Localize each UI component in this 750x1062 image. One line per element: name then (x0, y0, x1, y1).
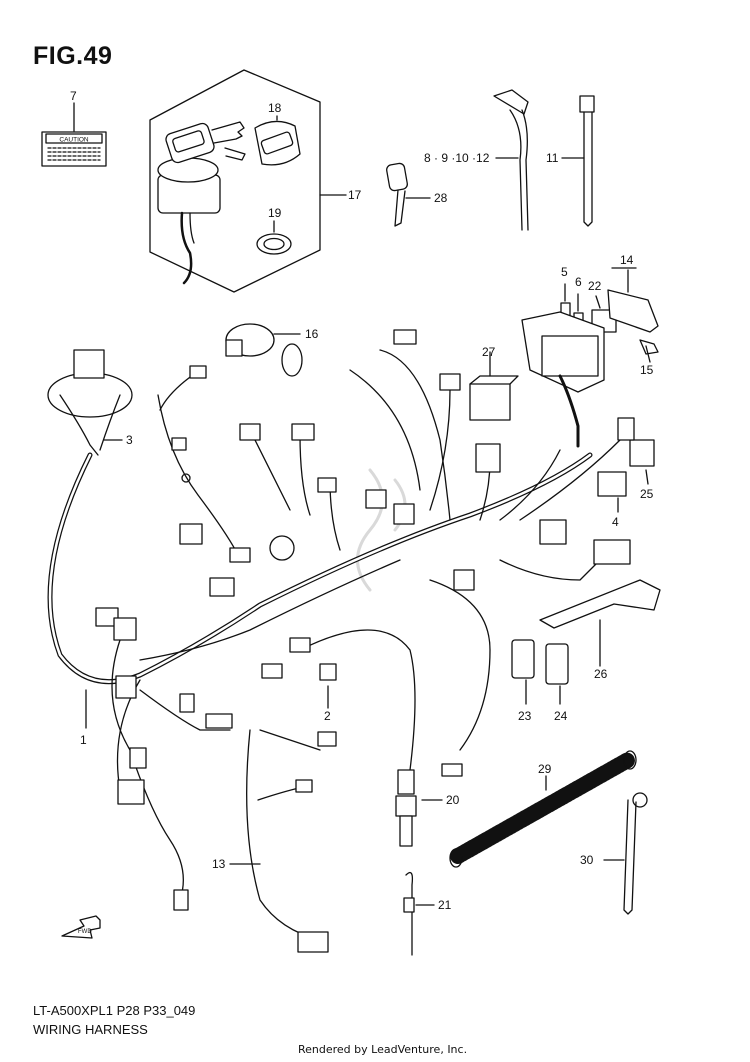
callout-24: 24 (554, 709, 568, 723)
fwd-label: FWD (78, 929, 92, 935)
clamp-part-8-9-10-12[interactable] (493, 89, 529, 231)
watermark-logo (356, 468, 407, 592)
model-code: LT-A500XPL1 P28 P33_049 (33, 1003, 196, 1018)
bracket-part-26[interactable] (539, 579, 661, 667)
callout-5: 5 (561, 265, 568, 279)
bracket-part-14[interactable] (607, 267, 659, 333)
ignition-switch-group-part-17[interactable] (149, 69, 347, 293)
callout-11: 11 (546, 151, 559, 165)
callout-14: 14 (620, 253, 634, 267)
leader-lines (617, 469, 649, 513)
callout-29: 29 (538, 762, 552, 776)
clamp-part-30[interactable] (603, 792, 648, 915)
render-credit: Rendered by LeadVenture, Inc. (298, 1043, 468, 1056)
callout-6: 6 (575, 275, 582, 289)
callout-2: 2 (324, 709, 331, 723)
callout-20: 20 (446, 793, 460, 807)
callout-21: 21 (438, 898, 452, 912)
fuse-part-5[interactable] (560, 283, 571, 317)
callout-15: 15 (640, 363, 654, 377)
callout-3: 3 (126, 433, 133, 447)
key-part-28[interactable] (386, 162, 431, 227)
callout-19: 19 (268, 206, 282, 220)
clip-part-15[interactable] (639, 339, 659, 363)
callout-28: 28 (434, 191, 448, 205)
callout-8-9-10-12: 8 · 9 ·10 ·12 (424, 151, 490, 165)
switch-part-16[interactable] (225, 323, 303, 377)
cable-tie-part-11[interactable] (561, 95, 595, 227)
callout-13: 13 (212, 857, 226, 871)
relay-part-27[interactable] (469, 351, 519, 421)
fwd-arrow-icon: FWD (61, 915, 101, 939)
sensor-part-20[interactable] (395, 769, 443, 847)
callout-22: 22 (588, 279, 602, 293)
callout-7: 7 (70, 89, 77, 103)
figure-title: FIG.49 (33, 42, 113, 70)
callout-27: 27 (482, 345, 496, 359)
corrugated-tube-part-29[interactable] (449, 750, 637, 868)
cover-part-24[interactable] (545, 643, 569, 705)
callout-23: 23 (518, 709, 532, 723)
pin-part-21[interactable] (403, 871, 435, 956)
caution-text: CAUTION (59, 137, 89, 144)
fuse-box[interactable] (521, 311, 605, 448)
diagram-caption: WIRING HARNESS (33, 1022, 148, 1037)
main-wiring-harness-part-1[interactable] (47, 329, 655, 911)
callout-4: 4 (612, 515, 619, 529)
callout-1: 1 (80, 733, 87, 747)
callout-30: 30 (580, 853, 594, 867)
caution-label-part-7[interactable]: CAUTION (41, 102, 107, 167)
callout-18: 18 (268, 101, 282, 115)
harness-boot-part-3[interactable] (47, 349, 133, 456)
callout-17: 17 (348, 188, 362, 202)
sub-harness-part-13[interactable] (229, 729, 337, 953)
callout-25: 25 (640, 487, 654, 501)
coupler-part-2[interactable] (319, 663, 337, 709)
callout-26: 26 (594, 667, 608, 681)
cover-part-23[interactable] (511, 639, 535, 705)
callout-16: 16 (305, 327, 319, 341)
